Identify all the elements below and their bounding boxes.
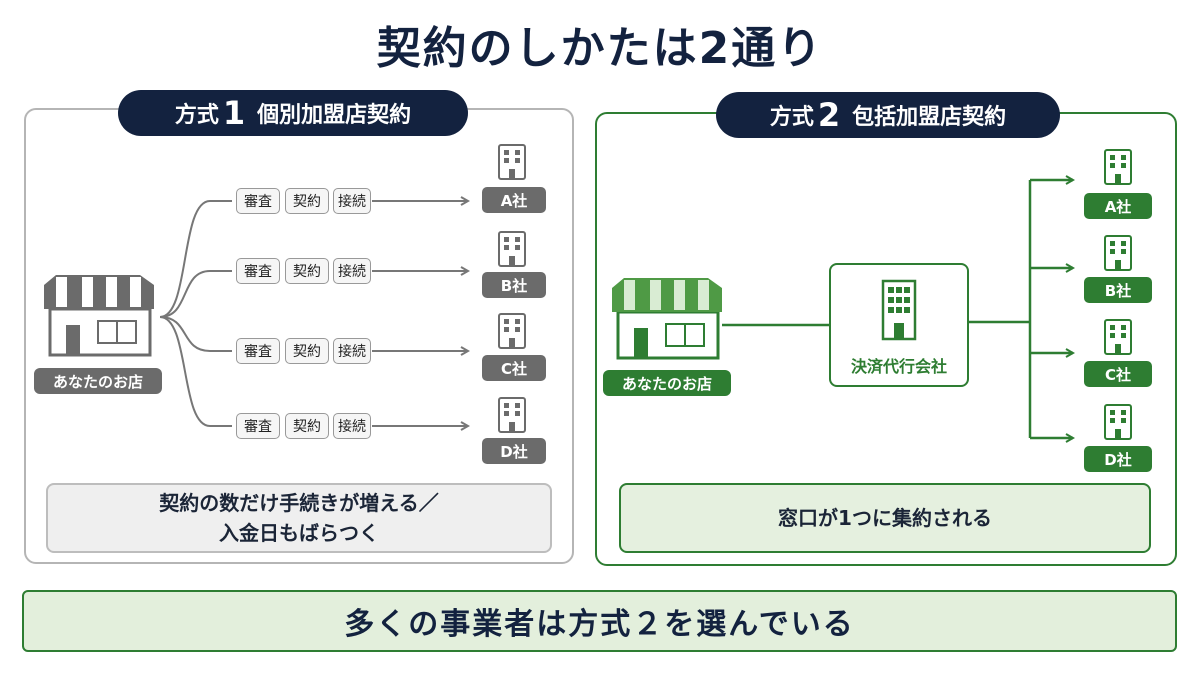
branch-line-a	[159, 200, 232, 318]
method2-label: 方式	[769, 105, 814, 130]
store-icon	[612, 278, 722, 360]
company-b-label: B社	[482, 272, 546, 298]
method1-number: 1	[222, 94, 246, 132]
method1-label: 方式	[174, 103, 219, 128]
step-contract: 契約	[285, 188, 329, 214]
step-connect: 接続	[333, 188, 371, 214]
method1-note-line2: 入金日もばらつく	[219, 521, 379, 545]
company-b-label: B社	[1084, 277, 1152, 303]
building-icon	[498, 231, 526, 267]
building-icon	[498, 397, 526, 433]
company-a-label: A社	[1084, 193, 1152, 219]
building-icon	[1104, 149, 1132, 185]
payment-agent-box: 決済代行会社	[829, 263, 969, 387]
method1-badge: 方式 1 個別加盟店契約	[118, 90, 468, 136]
building-icon	[498, 144, 526, 180]
shop-label: あなたのお店	[603, 370, 731, 396]
method2-badge: 方式 2 包括加盟店契約	[716, 92, 1060, 138]
step-contract: 契約	[285, 338, 329, 364]
building-icon	[1104, 404, 1132, 440]
step-review: 審査	[236, 188, 280, 214]
step-connect: 接続	[333, 338, 371, 364]
method1-note: 契約の数だけ手続きが増える／ 入金日もばらつく	[46, 483, 552, 553]
method1-note-line1: 契約の数だけ手続きが増える／	[159, 491, 439, 515]
company-d-label: D社	[482, 438, 546, 464]
building-icon	[1104, 235, 1132, 271]
company-d-label: D社	[1084, 446, 1152, 472]
method2-number: 2	[817, 96, 841, 134]
company-c-label: C社	[1084, 361, 1152, 387]
step-contract: 契約	[285, 413, 329, 439]
company-a-label: A社	[482, 187, 546, 213]
page-title: 契約のしかたは2通り	[376, 23, 824, 74]
building-icon	[1104, 319, 1132, 355]
branch-line-c	[159, 316, 232, 352]
step-review: 審査	[236, 258, 280, 284]
step-connect: 接続	[333, 413, 371, 439]
step-contract: 契約	[285, 258, 329, 284]
method2-note: 窓口が1つに集約される	[619, 483, 1151, 553]
branch-line-d	[159, 316, 232, 427]
method2-name: 包括加盟店契約	[852, 105, 1007, 130]
shop-label: あなたのお店	[34, 368, 162, 394]
payment-agent-label: 決済代行会社	[850, 357, 947, 376]
step-connect: 接続	[333, 258, 371, 284]
step-review: 審査	[236, 413, 280, 439]
step-review: 審査	[236, 338, 280, 364]
store-icon	[44, 275, 154, 357]
building-icon	[498, 313, 526, 349]
method1-name: 個別加盟店契約	[257, 103, 412, 128]
building-icon	[881, 279, 917, 341]
conclusion-banner: 多くの事業者は方式２を選んでいる	[22, 590, 1177, 652]
branch-line-b	[159, 270, 232, 318]
company-c-label: C社	[482, 355, 546, 381]
